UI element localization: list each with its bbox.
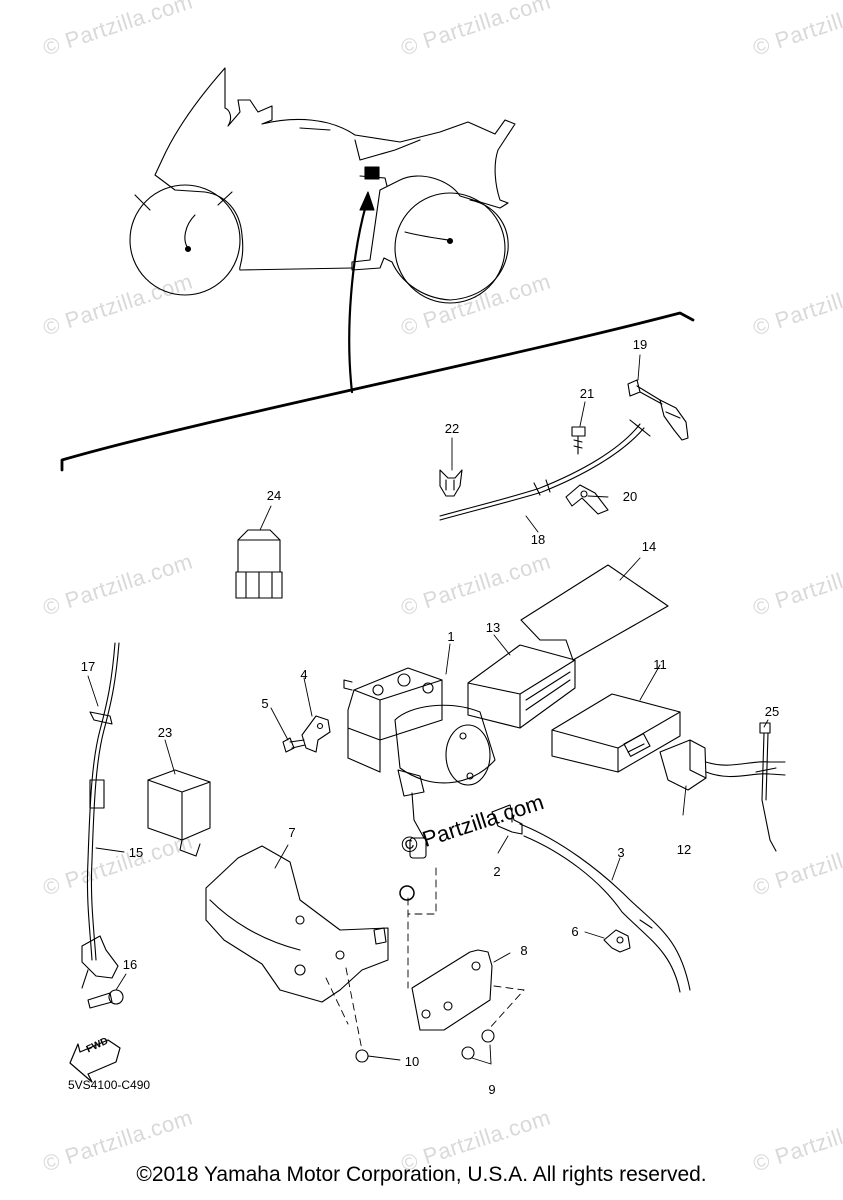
callout-25: 25	[764, 704, 780, 719]
part-12-harness	[660, 740, 785, 790]
callout-7: 7	[288, 825, 296, 840]
callout-21: 21	[579, 386, 595, 401]
motorcycle-outline	[130, 68, 515, 303]
callout-6: 6	[571, 924, 579, 939]
diagram-code: 5VS4100-C490	[68, 1078, 151, 1092]
callout-22: 22	[444, 421, 460, 436]
callout-3: 3	[617, 845, 625, 860]
part-23-module	[148, 770, 210, 856]
callout-19: 19	[632, 337, 648, 352]
copyright-circle-icon	[400, 886, 414, 900]
callout-16: 16	[122, 957, 138, 972]
callout-2: 2	[493, 864, 501, 879]
part-22-clip	[440, 470, 462, 496]
part-3-hose	[520, 824, 690, 992]
part-9-nuts	[462, 1030, 494, 1059]
callout-leaders	[88, 355, 768, 1064]
part-11-ecu	[552, 694, 680, 772]
callout-23: 23	[157, 725, 173, 740]
dashed-guides	[326, 868, 524, 1050]
part-21-screw	[572, 427, 585, 454]
callout-12: 12	[676, 842, 692, 857]
part-8-bracket	[412, 950, 492, 1030]
bike-leader-line	[349, 205, 366, 392]
part-5-bolt	[283, 738, 305, 752]
callout-24: 24	[266, 488, 282, 503]
part-4-bracket	[302, 716, 330, 752]
callout-1: 1	[447, 629, 455, 644]
part-16-bolt	[88, 990, 123, 1008]
callout-13: 13	[485, 620, 501, 635]
callout-9: 9	[488, 1082, 496, 1097]
part-18-sensor-lead	[440, 420, 650, 520]
callout-11: 11	[653, 657, 667, 672]
part-20-clamp	[566, 485, 608, 514]
copyright-notice: ©2018 Yamaha Motor Corporation, U.S.A. A…	[136, 1163, 707, 1186]
part-2-fitting	[492, 805, 522, 834]
callout-8: 8	[520, 943, 528, 958]
part-7-bracket	[206, 846, 388, 1002]
callout-4: 4	[300, 667, 308, 682]
part-24-relay	[236, 530, 282, 598]
part-14-cover	[521, 565, 668, 660]
part-17-clamp	[90, 712, 112, 724]
callout-14: 14	[641, 539, 657, 554]
callout-10: 10	[404, 1054, 420, 1069]
part-1-abs-unit	[344, 668, 495, 858]
part-10-nut	[356, 1050, 368, 1062]
fwd-arrow-icon	[70, 1040, 120, 1082]
callout-20: 20	[622, 489, 638, 504]
callout-18: 18	[530, 532, 546, 547]
part-19-bolt	[628, 380, 688, 440]
callout-5: 5	[261, 696, 269, 711]
part-13-connector	[468, 645, 575, 728]
leader-arrow-icon	[360, 192, 374, 210]
part-6-clip	[604, 930, 630, 952]
section-divider	[62, 313, 693, 470]
callout-15: 15	[128, 845, 144, 860]
callout-17: 17	[80, 659, 96, 674]
part-15-front-sensor	[82, 643, 119, 988]
part-25-tie-band	[756, 723, 776, 851]
